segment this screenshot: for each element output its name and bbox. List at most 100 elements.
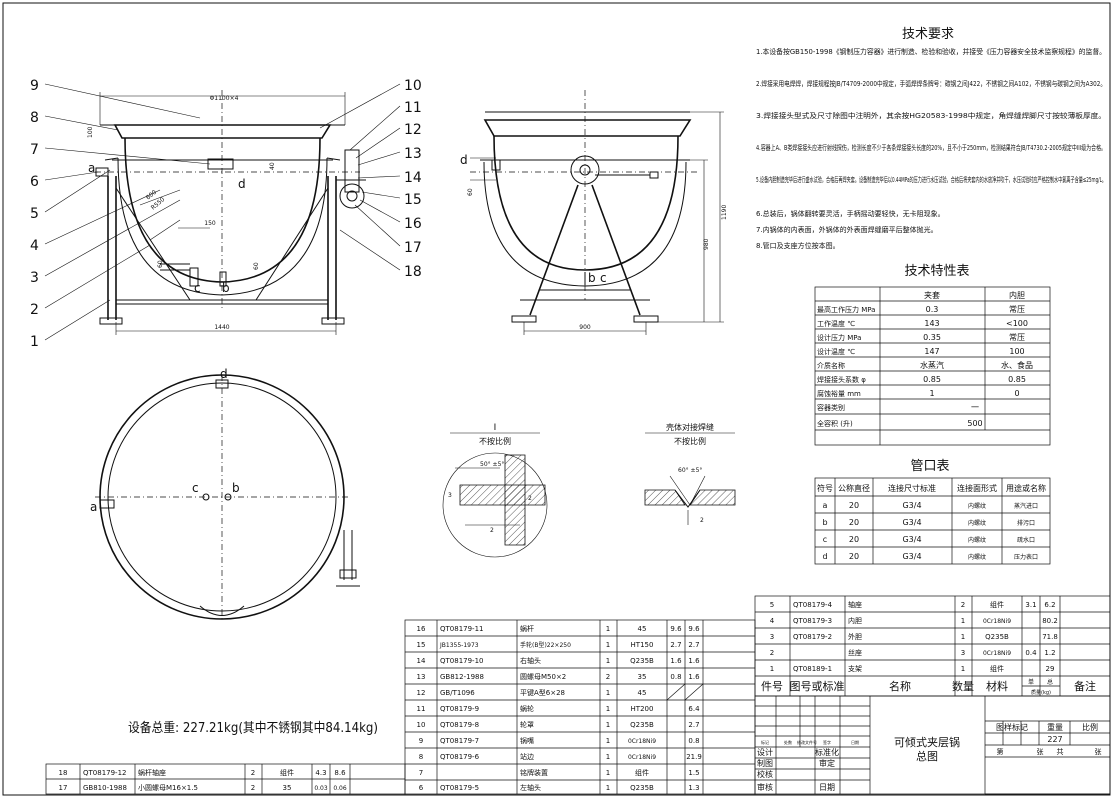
detail-I-title: I bbox=[494, 423, 497, 433]
bom-12-name: 平键A型6×28 bbox=[520, 688, 565, 697]
bom-4-code: QT08179-3 bbox=[793, 617, 832, 625]
nozzle-r1-c0: a bbox=[823, 501, 828, 510]
bom-2-total: 1.2 bbox=[1044, 649, 1055, 657]
spec-r3-a: 0.35 bbox=[923, 333, 941, 342]
port-d-front: d bbox=[238, 177, 246, 191]
detail-weld-sub: 不按比例 bbox=[674, 436, 706, 446]
nozzle-r3-c2: G3/4 bbox=[902, 535, 921, 544]
nozzle-h3: 连接面形式 bbox=[957, 483, 997, 493]
detail-I-d1: 2 bbox=[490, 527, 494, 534]
nozzle-r2-c0: b bbox=[822, 518, 827, 527]
callout-14: 14 bbox=[404, 170, 422, 186]
bom-16-qty: 1 bbox=[606, 625, 610, 633]
bom-2-no: 2 bbox=[770, 649, 774, 657]
detail-I-d3: 3 bbox=[448, 492, 452, 499]
port-b-top: b bbox=[232, 481, 240, 495]
tech-req-line-5: 5.设备内胆制造完毕后进行盛水试验，合格后再焊夹套。设备制造完毕后以0.44MP… bbox=[756, 175, 1106, 184]
port-c-top: c bbox=[192, 481, 199, 495]
spec-r5-a: 水蒸汽 bbox=[920, 360, 944, 370]
tech-req-line-6: 6.总装后，锅体翻转要灵活，手柄摇动要轻快，无卡阻现象。 bbox=[756, 209, 945, 218]
bom-header-mat: 材料 bbox=[986, 679, 1008, 693]
callout-6: 6 bbox=[30, 174, 39, 190]
dim-60c: 60 bbox=[467, 188, 474, 196]
role-standard: 标准化 bbox=[815, 747, 839, 757]
bom-7-qty: 1 bbox=[606, 769, 610, 777]
callout-4: 4 bbox=[30, 238, 39, 254]
bom-16-no: 16 bbox=[417, 625, 426, 633]
role-review: 审核 bbox=[757, 782, 773, 792]
total-weight: 设备总重: 227.21kg(其中不锈钢其中84.14kg) bbox=[128, 720, 378, 736]
spec-r8-label: 容器类别 bbox=[817, 403, 845, 412]
bom-14-mat: Q235B bbox=[630, 657, 654, 665]
nozzle-r1-c2: G3/4 bbox=[902, 501, 921, 510]
bom-5-code: QT08179-4 bbox=[793, 601, 833, 609]
bom-14-qty: 1 bbox=[606, 657, 610, 665]
spec-r4-label: 设计温度 ℃ bbox=[817, 347, 855, 356]
dim-40: 40 bbox=[269, 162, 276, 170]
bom-17-no: 17 bbox=[59, 784, 68, 792]
bom-mid-cells: 16 QT08179-11 蜗杆 1 45 9.6 9.6 15 JB1355-… bbox=[417, 624, 702, 792]
bom-11-code: QT08179-9 bbox=[440, 705, 479, 713]
mark-label: 图样标记 bbox=[996, 722, 1028, 732]
spec-r5-label: 介质名称 bbox=[817, 361, 845, 370]
bom-9-total: 0.8 bbox=[688, 737, 699, 745]
bom-15-code: JB1355-1973 bbox=[439, 642, 479, 649]
role-approve: 审定 bbox=[819, 758, 835, 768]
detail-weld-angle: 60° ±5° bbox=[678, 467, 702, 474]
bom-4-name: 内胆 bbox=[848, 616, 862, 625]
bom-17-name: 小圆螺母M16×1.5 bbox=[138, 783, 198, 792]
nozzle-r4-c2: G3/4 bbox=[902, 552, 921, 561]
nozzle-r2-c1: 20 bbox=[849, 518, 859, 527]
bom-10-total: 2.7 bbox=[688, 721, 699, 729]
bom-17-qty: 2 bbox=[251, 784, 255, 792]
nozzle-r1-c4: 蒸汽进口 bbox=[1014, 502, 1038, 510]
weight-label: 重量 bbox=[1047, 722, 1063, 732]
callout-10: 10 bbox=[404, 78, 422, 94]
spec-r2-label: 工作温度 ℃ bbox=[817, 319, 855, 328]
tech-req-lines: 1.本设备按GB150-1998《钢制压力容器》进行制造、检验和验收，并接受《压… bbox=[756, 47, 1106, 250]
bom-5-no: 5 bbox=[770, 601, 774, 609]
bom-10-name: 轮罩 bbox=[520, 720, 534, 729]
bom-12-code: GB/T1096 bbox=[440, 689, 475, 697]
bom-9-no: 9 bbox=[419, 737, 423, 745]
bom-4-no: 4 bbox=[770, 617, 775, 625]
total-unit: 张 bbox=[1095, 747, 1102, 756]
dim-front-base: 1440 bbox=[214, 324, 229, 331]
bom-18-total: 8.6 bbox=[334, 769, 346, 777]
bom-9-qty: 1 bbox=[606, 737, 610, 745]
bom-7-total: 1.5 bbox=[688, 769, 699, 777]
port-a-front: a bbox=[88, 161, 95, 175]
dim-front-top: Φ1100×4 bbox=[210, 95, 239, 102]
tech-req-line-8: 8.管口及支座方位按本图。 bbox=[756, 241, 840, 250]
bom-header-total: 总 bbox=[1047, 678, 1053, 686]
bom-1-total: 29 bbox=[1046, 665, 1055, 673]
bom-13-code: GB812-1988 bbox=[440, 673, 484, 681]
bom-6-total: 1.3 bbox=[688, 784, 699, 792]
dim-side-h1: 1190 bbox=[721, 205, 728, 220]
nozzle-r3-c1: 20 bbox=[849, 535, 859, 544]
bom-header-no: 件号 bbox=[761, 680, 783, 693]
bom-1-no: 1 bbox=[770, 665, 774, 673]
nozzle-h4: 用途或名称 bbox=[1006, 483, 1046, 493]
top-view bbox=[95, 374, 360, 620]
spec-h1: 夹套 bbox=[924, 290, 940, 300]
spec-r6-label: 焊接接头系数 φ bbox=[817, 375, 866, 384]
bom-10-code: QT08179-8 bbox=[440, 721, 479, 729]
tech-req-title: 技术要求 bbox=[902, 27, 954, 42]
spec-r4-b: 100 bbox=[1009, 347, 1024, 356]
bom-18-name: 蜗杆轴座 bbox=[138, 768, 166, 777]
spec-r7-label: 腐蚀裕量 mm bbox=[817, 389, 861, 398]
side-view bbox=[470, 90, 724, 335]
bom-12-mat: 45 bbox=[638, 689, 647, 697]
bom-11-qty: 1 bbox=[606, 705, 610, 713]
detail-I-angle: 50° ±5° bbox=[480, 461, 504, 468]
callout-2: 2 bbox=[30, 302, 39, 318]
spec-r5-b: 水、食品 bbox=[1001, 360, 1033, 370]
bom-4-total: 80.2 bbox=[1042, 617, 1058, 625]
bom-5-mat: 组件 bbox=[990, 600, 1004, 609]
bom-15-qty: 1 bbox=[606, 641, 610, 649]
nozzle-r2-c3: 内螺纹 bbox=[968, 519, 986, 527]
drawing-name: 可倾式夹层锅 bbox=[894, 736, 960, 749]
bom-header-qty: 数量 bbox=[952, 680, 974, 693]
bom-right-grid bbox=[754, 595, 1111, 697]
